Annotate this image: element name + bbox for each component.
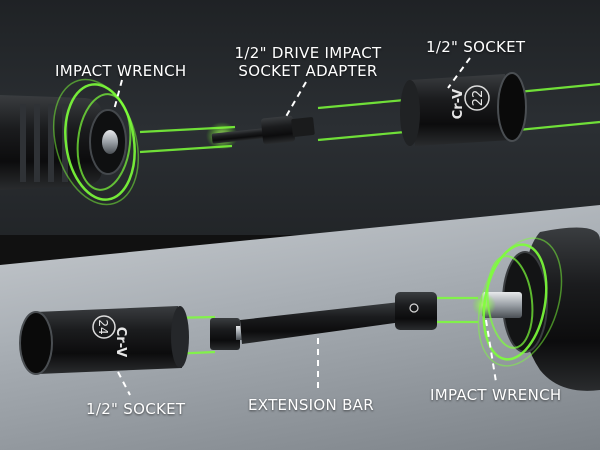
- leader-lines: [113, 57, 497, 396]
- extension-shaft: [240, 302, 402, 344]
- motion-ring: [482, 243, 548, 361]
- extension-ball-detent: [236, 326, 244, 340]
- socket-bottom-size: 24: [96, 319, 110, 334]
- adapter-head: [261, 115, 295, 145]
- label-extension-bar: EXTENSION BAR: [248, 396, 374, 414]
- motion-ring: [486, 255, 534, 349]
- leader-line-adapter: [283, 81, 307, 121]
- extension-male-end: [210, 318, 240, 350]
- label-socket-adapter-line2: SOCKET ADAPTER: [238, 62, 378, 80]
- label-impact-wrench-top: IMPACT WRENCH: [55, 62, 187, 80]
- motion-ring: [52, 78, 140, 206]
- wrench-grip-ridge: [34, 104, 40, 182]
- socket-top-material: Cr-V: [451, 89, 466, 119]
- motion-ring: [64, 83, 136, 201]
- socket-top-opening: [497, 72, 527, 142]
- wrench-anvil: [102, 130, 118, 154]
- adapter-square-drive: [291, 117, 315, 137]
- socket-bottom-body: [35, 306, 182, 374]
- guide-line: [517, 120, 600, 132]
- leader-line-wrench-top: [113, 79, 123, 111]
- socket-top-size: 22: [471, 90, 486, 107]
- socket-bottom: 24 Cr-V: [19, 306, 189, 375]
- socket-adapter: [206, 115, 315, 150]
- motion-rings-bottom: [477, 237, 563, 367]
- label-socket-adapter: 1/2" DRIVE IMPACT SOCKET ADAPTER: [228, 44, 388, 80]
- extension-marking: [409, 303, 419, 313]
- extension-bar: [210, 292, 437, 350]
- top-guide-lines: [139, 82, 600, 154]
- wrench-grip-ridge: [20, 104, 26, 182]
- socket-top-drive-end: [400, 80, 420, 146]
- socket-top-body: [410, 74, 510, 146]
- wrench-grip-ridge: [48, 104, 54, 182]
- label-impact-wrench-bottom: IMPACT WRENCH: [430, 386, 562, 404]
- guide-line: [517, 82, 600, 94]
- impact-wrench-bottom: [472, 227, 600, 391]
- leader-line-socket-bottom: [117, 371, 131, 396]
- label-socket-adapter-line1: 1/2" DRIVE IMPACT: [234, 44, 382, 62]
- socket-bottom-material: Cr-V: [113, 327, 128, 357]
- guide-line: [317, 98, 406, 110]
- label-socket-bottom: 1/2" SOCKET: [86, 400, 186, 418]
- motion-ring: [76, 93, 132, 191]
- adapter-shaft: [211, 128, 265, 144]
- impact-wrench-top: [0, 78, 140, 206]
- socket-bottom-opening: [19, 311, 53, 375]
- motion-rings-top: [52, 78, 140, 206]
- socket-top-size-ring: [464, 85, 490, 111]
- socket-top: 22 Cr-V: [400, 72, 527, 146]
- socket-bottom-size-ring: [92, 315, 116, 339]
- motion-ring: [477, 237, 563, 367]
- label-socket-top: 1/2" SOCKET: [426, 38, 526, 56]
- guide-line: [317, 130, 406, 142]
- socket-bottom-drive-end: [171, 306, 189, 368]
